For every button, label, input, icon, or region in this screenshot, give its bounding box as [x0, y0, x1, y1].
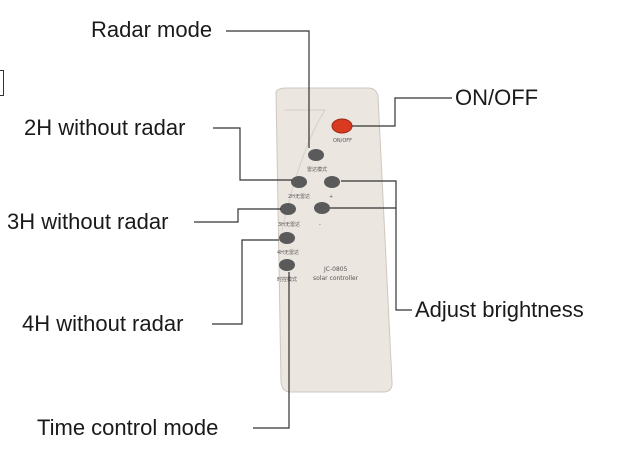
- cropped-frame-edge: [0, 70, 4, 96]
- model-subtitle: solar controller: [313, 275, 359, 282]
- plus-caption: +: [329, 194, 333, 200]
- radar-mode-caption: 雷达模式: [307, 166, 327, 173]
- label-3h-without-radar: 3H without radar: [7, 209, 169, 234]
- minus-button[interactable]: [314, 202, 330, 214]
- model-number: JC-0805: [323, 266, 348, 273]
- callout-3h: [194, 208, 281, 223]
- label-radar-mode: Radar mode: [91, 17, 213, 42]
- label-time-control-mode: Time control mode: [37, 415, 219, 440]
- power-button-caption: ON/OFF: [333, 138, 352, 144]
- 2h-button[interactable]: [291, 176, 307, 188]
- power-button[interactable]: [331, 118, 353, 134]
- remote-body: [275, 87, 393, 393]
- 4h-caption: 4H无雷达: [277, 249, 299, 256]
- 3h-button[interactable]: [280, 203, 296, 215]
- callout-time: [253, 272, 290, 429]
- label-adjust-brightness: Adjust brightness: [415, 297, 584, 322]
- callout-4h: [212, 239, 279, 325]
- 4h-button[interactable]: [279, 232, 295, 244]
- time-control-caption: 时控模式: [277, 276, 297, 283]
- label-2h-without-radar: 2H without radar: [24, 115, 186, 140]
- callout-radar-mode: [226, 30, 310, 148]
- callout-on-off: [352, 97, 452, 127]
- time-control-button[interactable]: [279, 259, 295, 271]
- callout-brightness: [341, 180, 412, 311]
- radar-mode-button[interactable]: [308, 149, 324, 161]
- label-4h-without-radar: 4H without radar: [22, 311, 184, 336]
- 2h-caption: 2H无雷达: [288, 193, 310, 200]
- 3h-caption: 3H无雷达: [278, 221, 300, 228]
- minus-caption: -: [319, 222, 321, 228]
- callout-2h: [213, 127, 292, 181]
- callout-lines: [194, 30, 452, 429]
- plus-button[interactable]: [324, 176, 340, 188]
- label-on-off: ON/OFF: [455, 85, 539, 110]
